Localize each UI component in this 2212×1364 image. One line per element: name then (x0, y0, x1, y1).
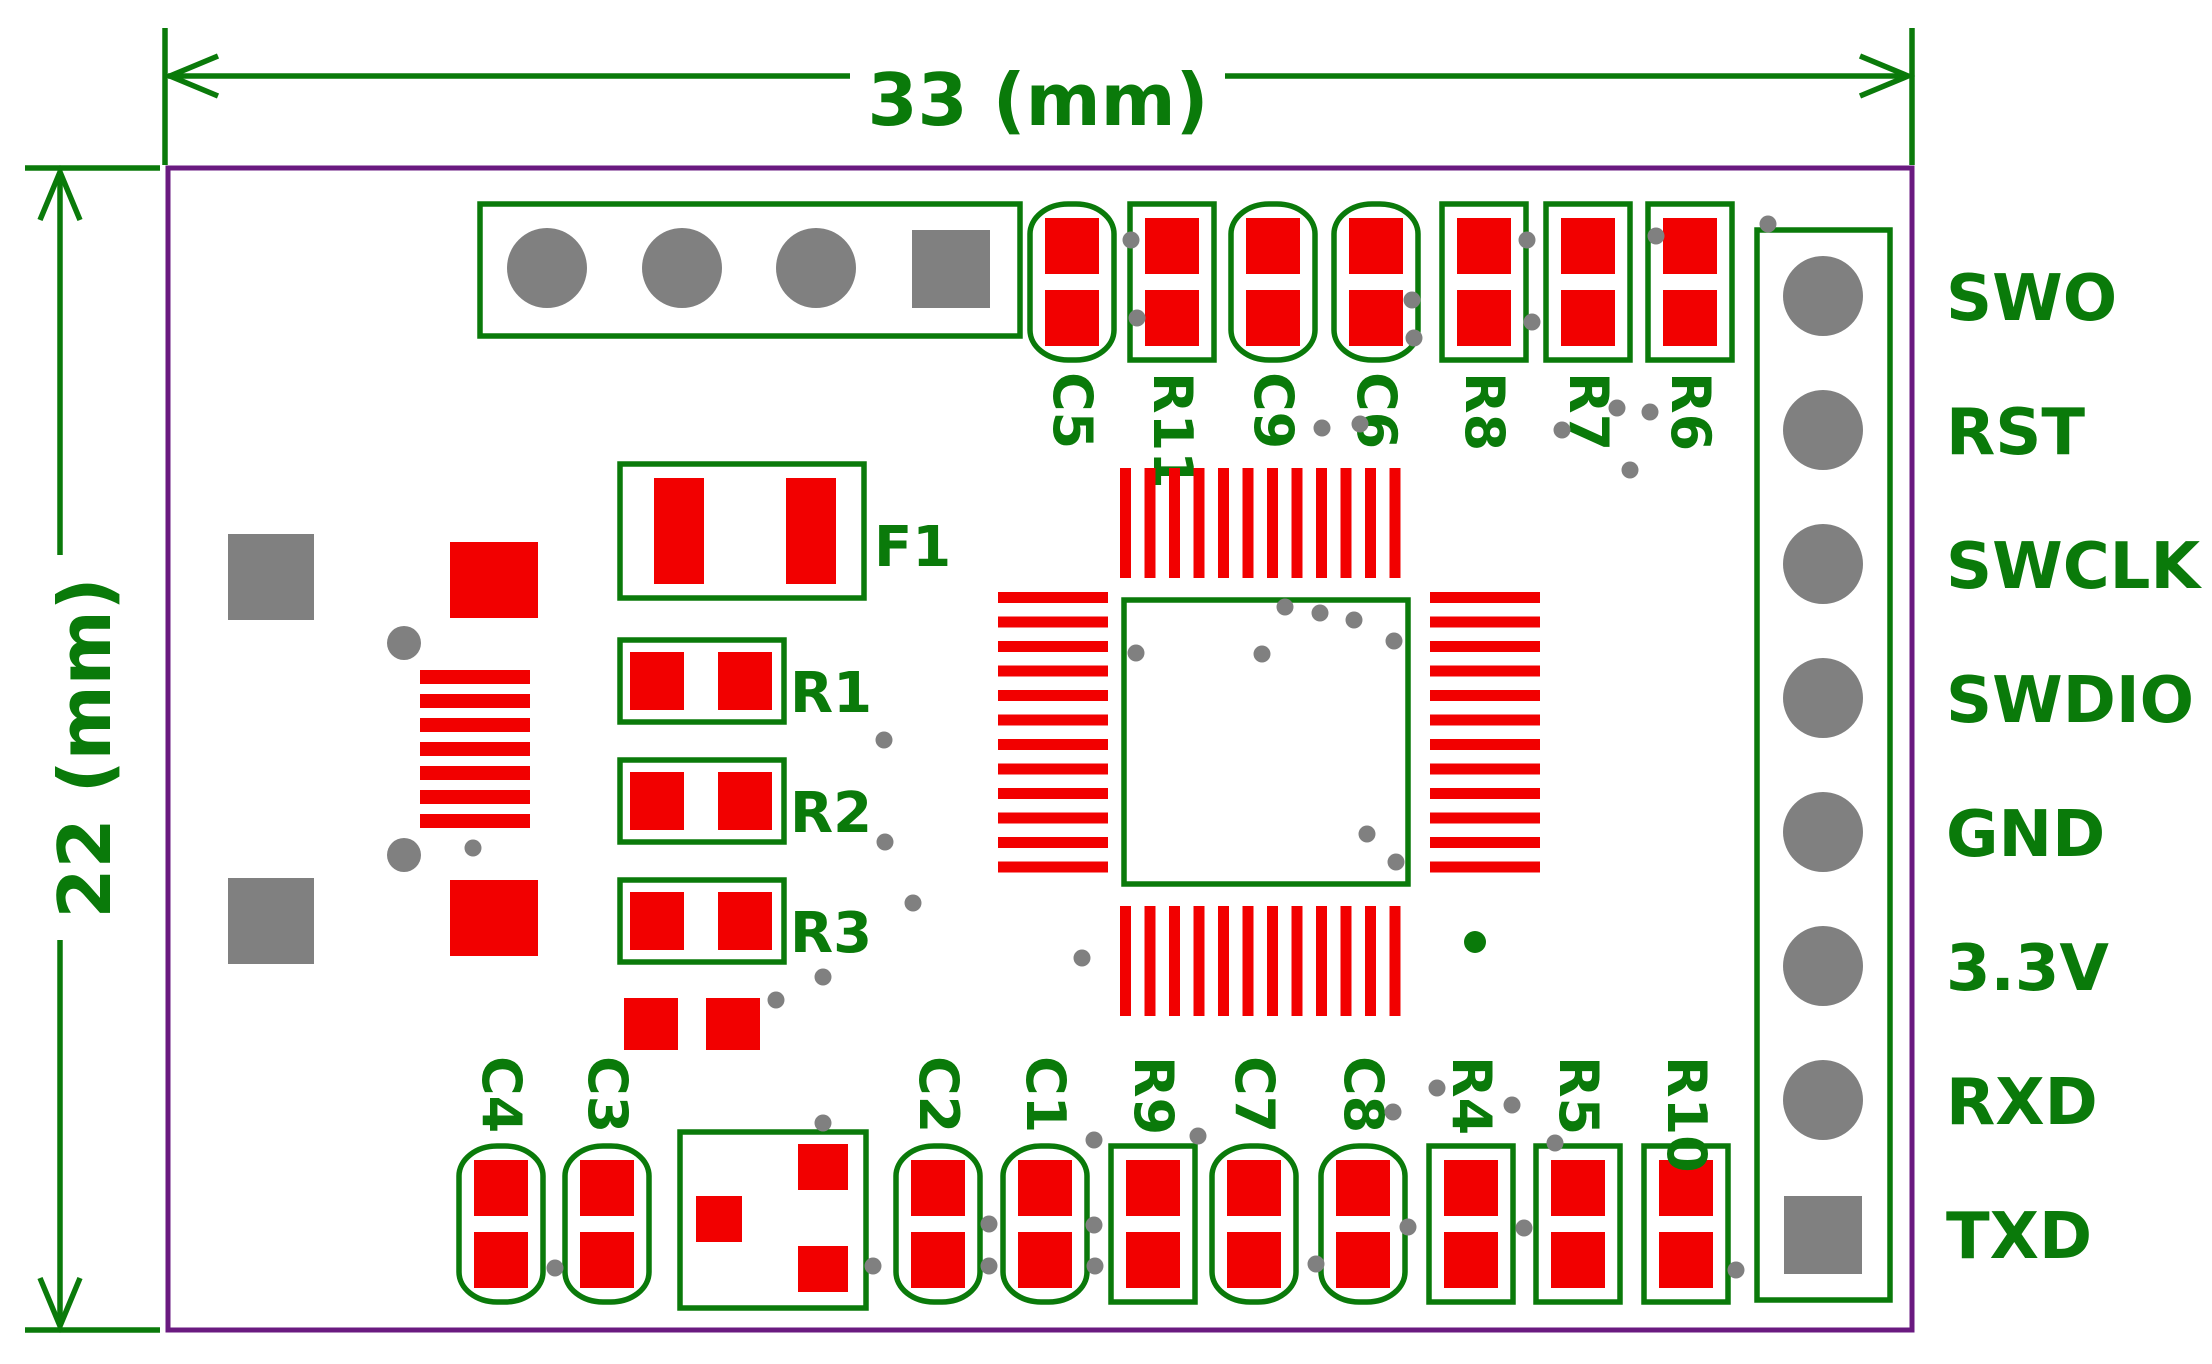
pin-label-swo: SWO (1946, 262, 2117, 336)
label-c8: C8 (1332, 1056, 1395, 1133)
part-r9: R9 (1108, 1056, 1198, 1305)
label-c3: C3 (576, 1056, 639, 1133)
bottom-regulator-footprint (677, 1129, 869, 1311)
label-c4: C4 (470, 1056, 533, 1133)
pin-label-rst: RST (1946, 396, 2085, 470)
height-dimension: 22 (mm) (25, 164, 160, 1334)
label-c5: C5 (1041, 372, 1104, 449)
label-r9: R9 (1122, 1056, 1185, 1135)
r3-label: R3 (790, 901, 872, 966)
part-r8: R8 (1439, 201, 1529, 451)
label-c7: C7 (1223, 1056, 1286, 1133)
height-dimension-label: 22 (mm) (43, 577, 127, 918)
pin-label-rxd: RXD (1946, 1066, 2098, 1140)
vias (464, 215, 1777, 1279)
label-r5: R5 (1547, 1056, 1610, 1135)
part-r11: R11 (1127, 201, 1217, 489)
board-outline (165, 165, 1915, 1333)
width-dimension: 33 (mm) (162, 28, 1916, 165)
label-r6: R6 (1659, 372, 1722, 451)
pin-label-swclk: SWCLK (1946, 530, 2202, 604)
part-c7: C7 (1209, 1056, 1299, 1305)
resistor-r1: R1 (617, 637, 872, 726)
part-c4: C4 (456, 1056, 546, 1305)
label-c6: C6 (1345, 372, 1408, 449)
pin-label-txd: TXD (1946, 1200, 2092, 1274)
part-r5: R5 (1533, 1056, 1623, 1305)
pin-label-swdio: SWDIO (1946, 664, 2194, 738)
f1-label: F1 (874, 515, 951, 580)
label-c1: C1 (1014, 1056, 1077, 1133)
part-c9: C9 (1228, 201, 1318, 449)
header-pin-labels: SWO RST SWCLK SWDIO GND 3.3V RXD TXD (1946, 262, 2202, 1274)
part-c3: C3 (562, 1056, 652, 1305)
resistor-r3: R3 (617, 877, 872, 966)
part-r10: R10 (1641, 1056, 1731, 1305)
top-4pin-header (477, 201, 1023, 339)
part-c1: C1 (1000, 1056, 1090, 1305)
label-r4: R4 (1440, 1056, 1503, 1135)
label-r8: R8 (1453, 372, 1516, 451)
fuse-f1: F1 (617, 461, 951, 601)
microcontroller-qfp48 (998, 468, 1540, 1016)
r2-label: R2 (790, 781, 872, 846)
part-r6: R6 (1645, 201, 1735, 451)
bottom-row-passives: C4 C3 C2 C1 R9 C7 C8 R4 R5 R10 (456, 1056, 1731, 1305)
pin1-marker (1464, 931, 1486, 953)
part-c8: C8 (1318, 1056, 1408, 1305)
right-8pin-header (1754, 227, 1893, 1303)
part-c5: C5 (1027, 201, 1117, 449)
label-c2: C2 (907, 1056, 970, 1133)
label-r10: R10 (1655, 1056, 1718, 1173)
resistor-r2: R2 (617, 757, 872, 846)
label-c9: C9 (1242, 372, 1305, 449)
part-r4: R4 (1426, 1056, 1516, 1305)
usb-connector-footprint (228, 534, 538, 964)
part-c2: C2 (893, 1056, 983, 1305)
width-dimension-label: 33 (mm) (867, 58, 1208, 142)
part-c6: C6 (1331, 201, 1421, 449)
r1-label: R1 (790, 661, 872, 726)
pin-label-gnd: GND (1946, 798, 2105, 872)
pin-label-3v3: 3.3V (1946, 932, 2109, 1006)
small-diode-pads (624, 998, 760, 1050)
